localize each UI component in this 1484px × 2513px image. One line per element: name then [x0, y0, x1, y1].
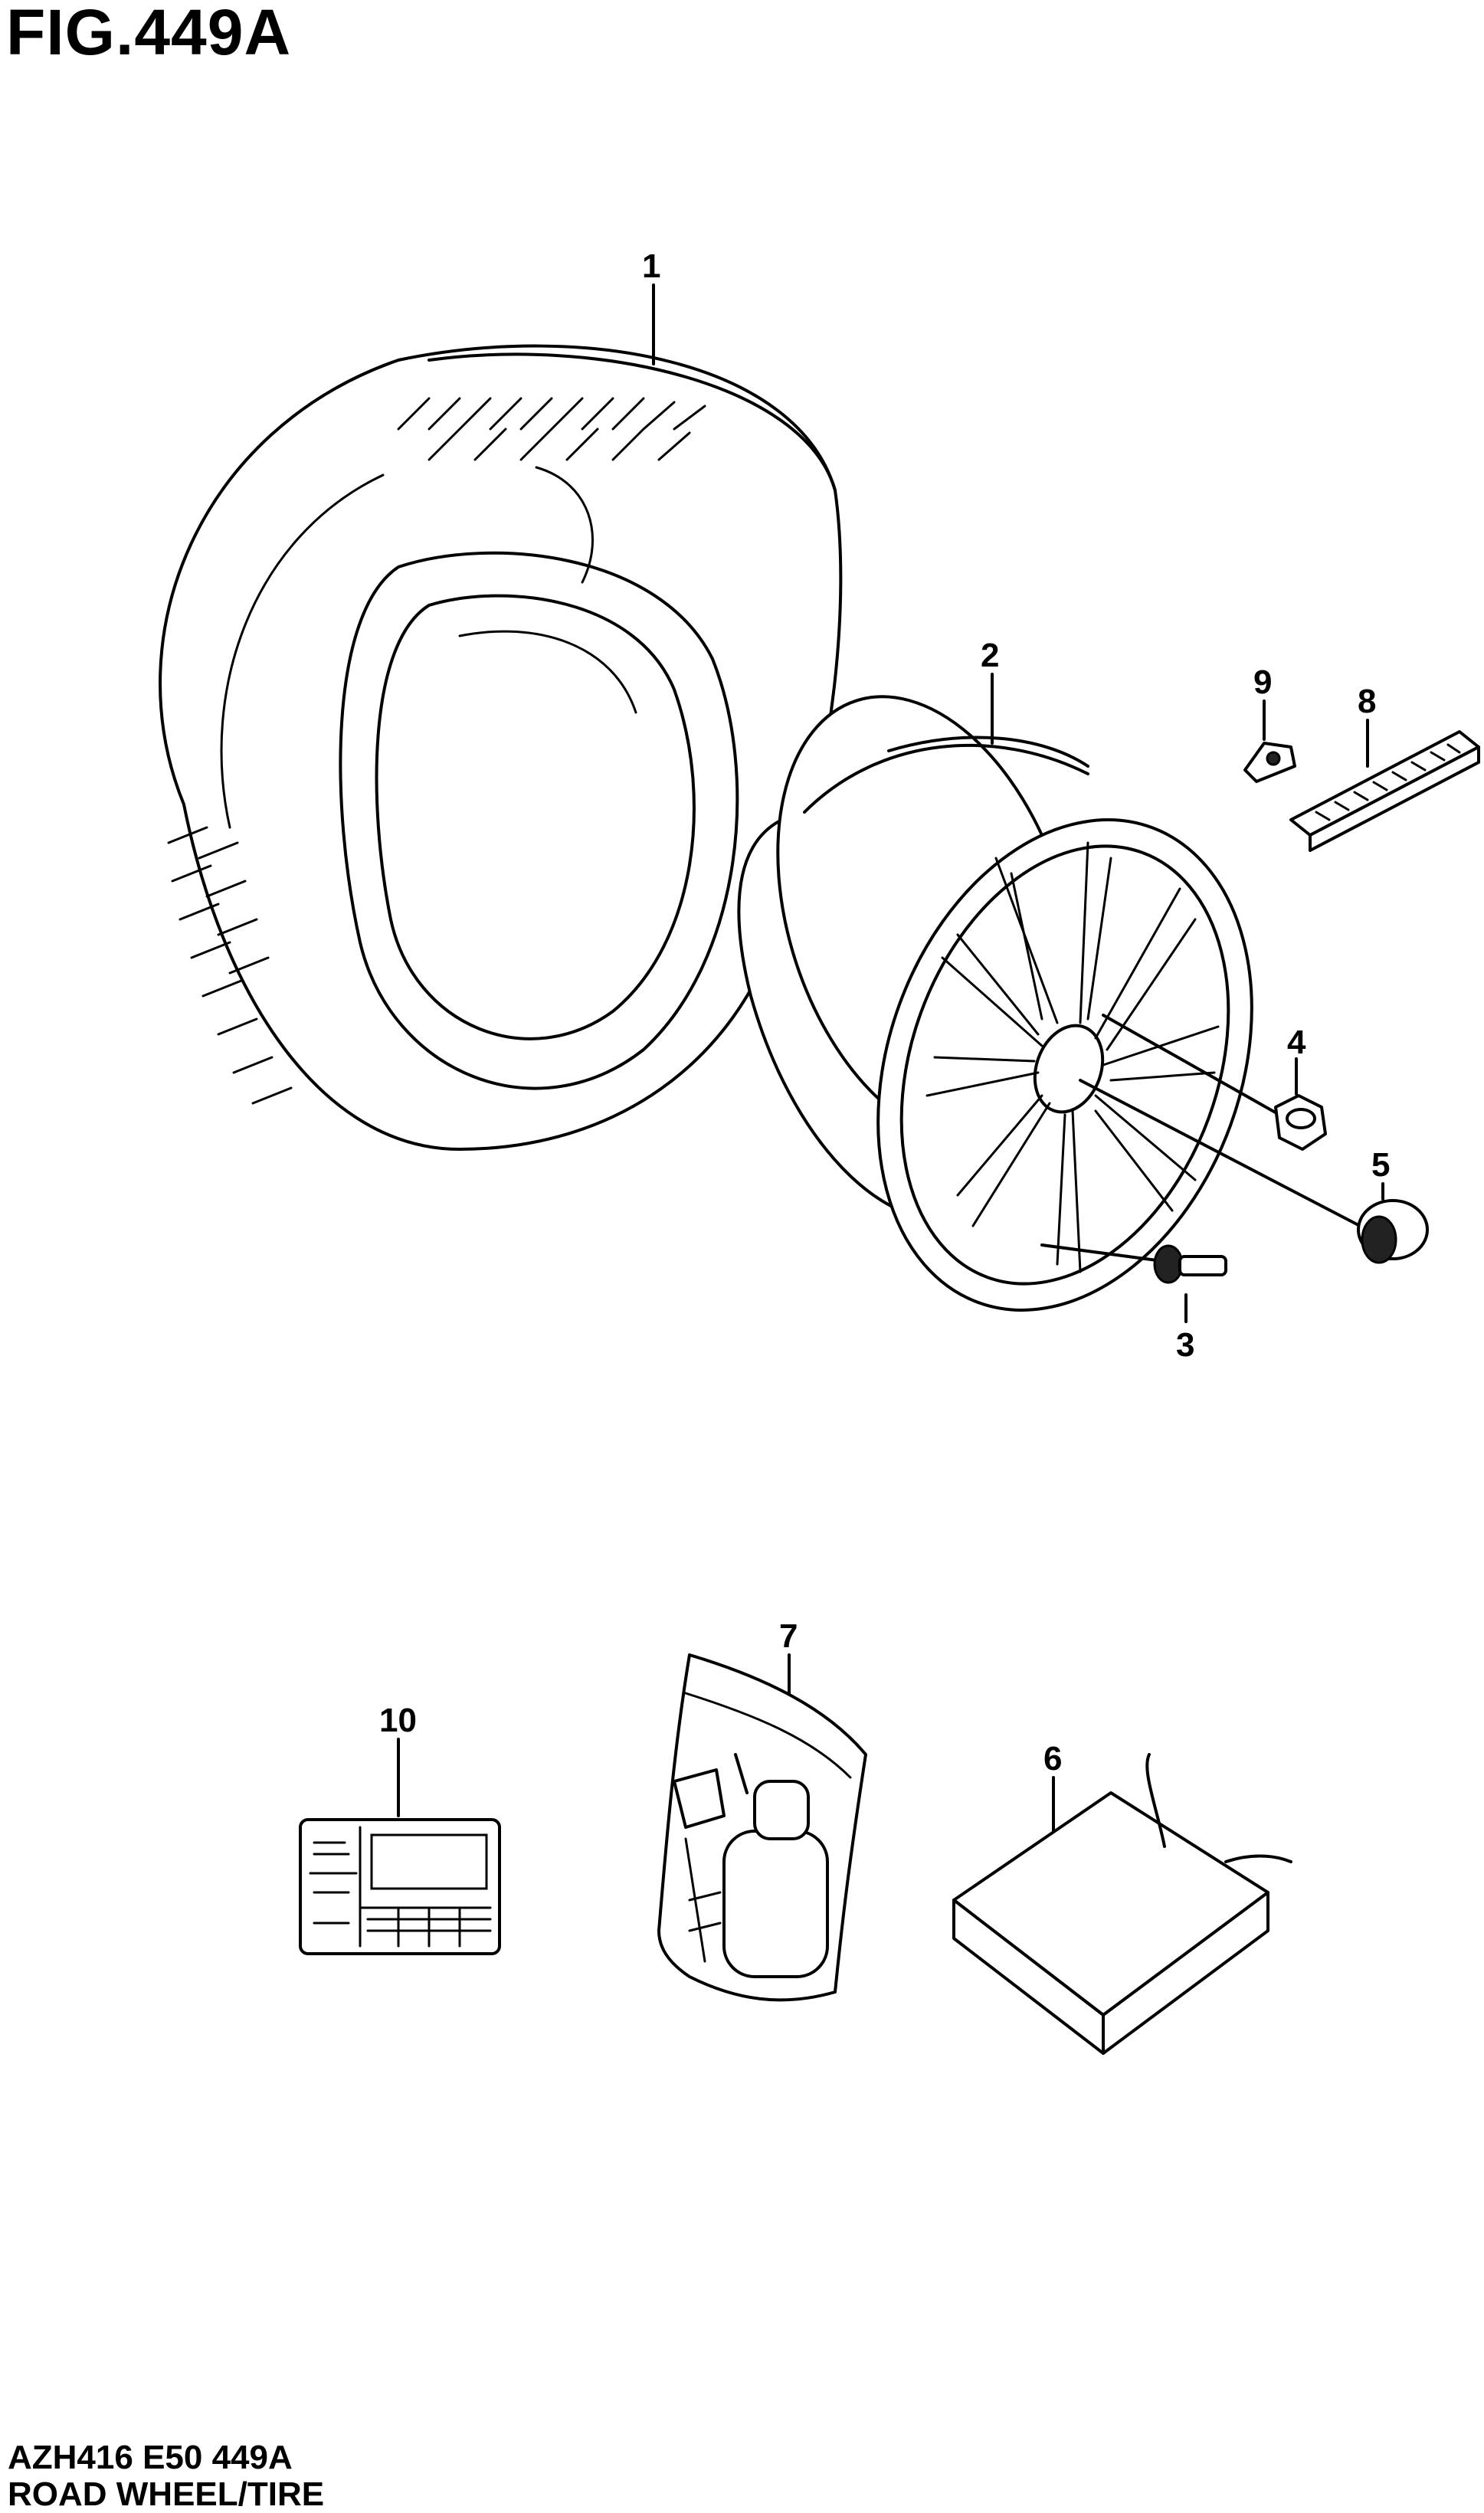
repair-kit-illustration [657, 1653, 867, 2002]
callout-8: 8 [1358, 683, 1376, 720]
callout-9: 9 [1253, 663, 1272, 701]
figure-label: FIG.449A [6, 0, 292, 68]
callout-1: 1 [642, 247, 660, 285]
valve-illustration [1040, 1243, 1227, 1323]
callout-3: 3 [1176, 1326, 1194, 1364]
tire-label-illustration [299, 1738, 501, 1955]
tire-illustration [159, 283, 843, 1151]
center-cap-illustration [1079, 1079, 1429, 1264]
weight-clip-illustration [1243, 700, 1296, 783]
diagram-title: ROAD WHEEL/TIRE [8, 2475, 325, 2513]
wheel-illustration [737, 673, 1253, 1312]
callout-2: 2 [981, 637, 999, 674]
callout-4: 4 [1287, 1024, 1306, 1061]
diagram-code: AZH416 E50 449A [8, 2439, 293, 2476]
nut-illustration [1102, 1014, 1327, 1151]
callout-7: 7 [779, 1617, 798, 1655]
compressor-illustration [952, 1753, 1292, 2055]
callout-10: 10 [379, 1702, 417, 1739]
callout-5: 5 [1371, 1146, 1390, 1184]
callout-6: 6 [1043, 1740, 1062, 1777]
weight-strip-illustration [1289, 719, 1480, 852]
